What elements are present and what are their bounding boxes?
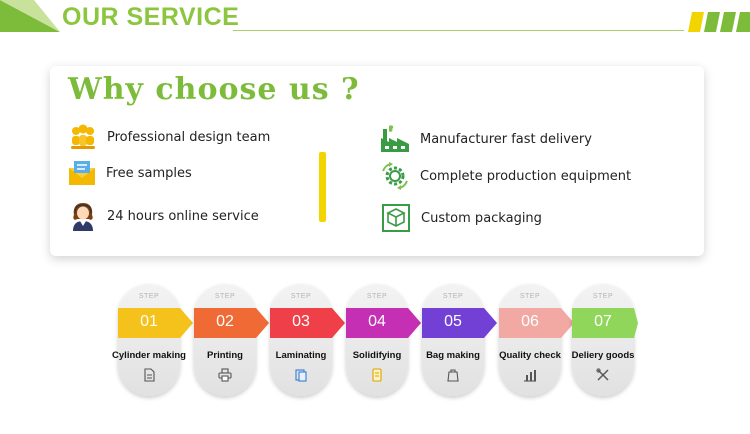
step-number: 03 xyxy=(292,313,310,330)
support-agent-icon xyxy=(73,203,93,231)
tools-icon xyxy=(596,368,609,381)
section-title: OUR SERVICE xyxy=(62,3,240,31)
step-arrow xyxy=(118,308,193,338)
roll-icon xyxy=(372,368,382,382)
step-number: 02 xyxy=(216,313,234,330)
step-label: Printing xyxy=(207,350,243,361)
step-word: STEP xyxy=(442,293,464,300)
step-arrow xyxy=(422,308,497,338)
feature-label: Custom packaging xyxy=(421,210,542,226)
feature-label: 24 hours online service xyxy=(107,208,259,224)
header-rule xyxy=(233,30,684,31)
feature-label: Free samples xyxy=(106,165,192,181)
step-word: STEP xyxy=(138,293,160,300)
step-arrow xyxy=(499,308,574,338)
step-number: 06 xyxy=(521,313,539,330)
step-6: STEP 06 Quality check xyxy=(499,284,574,396)
feature-custom-packaging: Custom packaging xyxy=(381,203,542,233)
step-label: Laminating xyxy=(275,350,327,361)
step-arrow xyxy=(270,308,345,338)
team-icon xyxy=(71,124,95,149)
gear-icon xyxy=(382,162,408,190)
step-3: STEP 03 Laminating xyxy=(270,284,345,396)
step-4: STEP 04 Solidifying xyxy=(346,284,421,396)
step-label: Cylinder making xyxy=(112,350,186,361)
printer-icon xyxy=(218,368,232,382)
step-2: STEP 02 Printing xyxy=(194,284,269,396)
step-number: 07 xyxy=(594,313,612,330)
step-pill xyxy=(118,284,180,396)
step-label: Deliery goods xyxy=(571,350,635,361)
samples-icon xyxy=(69,161,95,185)
step-arrow xyxy=(346,308,421,338)
feature-free-samples: Free samples xyxy=(68,160,192,186)
step-word: STEP xyxy=(519,293,541,300)
feature-fast-delivery: Manufacturer fast delivery xyxy=(380,125,592,153)
step-label: Solidifying xyxy=(352,350,402,361)
step-word: STEP xyxy=(290,293,312,300)
chart-icon xyxy=(524,370,536,382)
document-icon xyxy=(144,368,155,382)
feature-online-service: 24 hours online service xyxy=(69,201,259,231)
why-choose-us-card: Why choose us ? Professional design team… xyxy=(50,66,704,256)
layers-icon xyxy=(295,369,307,382)
step-number: 05 xyxy=(444,313,462,330)
step-pill xyxy=(572,284,634,396)
step-word: STEP xyxy=(214,293,236,300)
feature-production-equipment: Complete production equipment xyxy=(380,162,631,190)
step-label: Quality check xyxy=(499,350,561,361)
step-1: STEP 01 Cylinder making xyxy=(112,284,193,396)
header-stripes-decoration xyxy=(688,12,750,32)
feature-label: Professional design team xyxy=(107,129,271,145)
step-number: 01 xyxy=(140,313,158,330)
feature-label: Manufacturer fast delivery xyxy=(420,131,592,147)
step-5: STEP 05 Bag making xyxy=(422,284,497,396)
feature-design-team: Professional design team xyxy=(69,123,270,151)
header-corner-decoration xyxy=(0,0,60,32)
step-arrow xyxy=(572,308,638,338)
step-word: STEP xyxy=(592,293,614,300)
step-pill xyxy=(422,284,484,396)
step-7: STEP 07 Deliery goods xyxy=(572,284,638,396)
bag-icon xyxy=(447,369,459,382)
feature-label: Complete production equipment xyxy=(420,168,632,184)
why-choose-us-title: Why choose us ? xyxy=(68,72,360,107)
step-label: Bag making xyxy=(426,350,480,361)
step-number: 04 xyxy=(368,313,386,330)
step-arrow xyxy=(194,308,269,338)
factory-icon xyxy=(381,125,409,152)
package-icon xyxy=(382,204,410,232)
card-divider xyxy=(319,152,326,222)
step-word: STEP xyxy=(366,293,388,300)
